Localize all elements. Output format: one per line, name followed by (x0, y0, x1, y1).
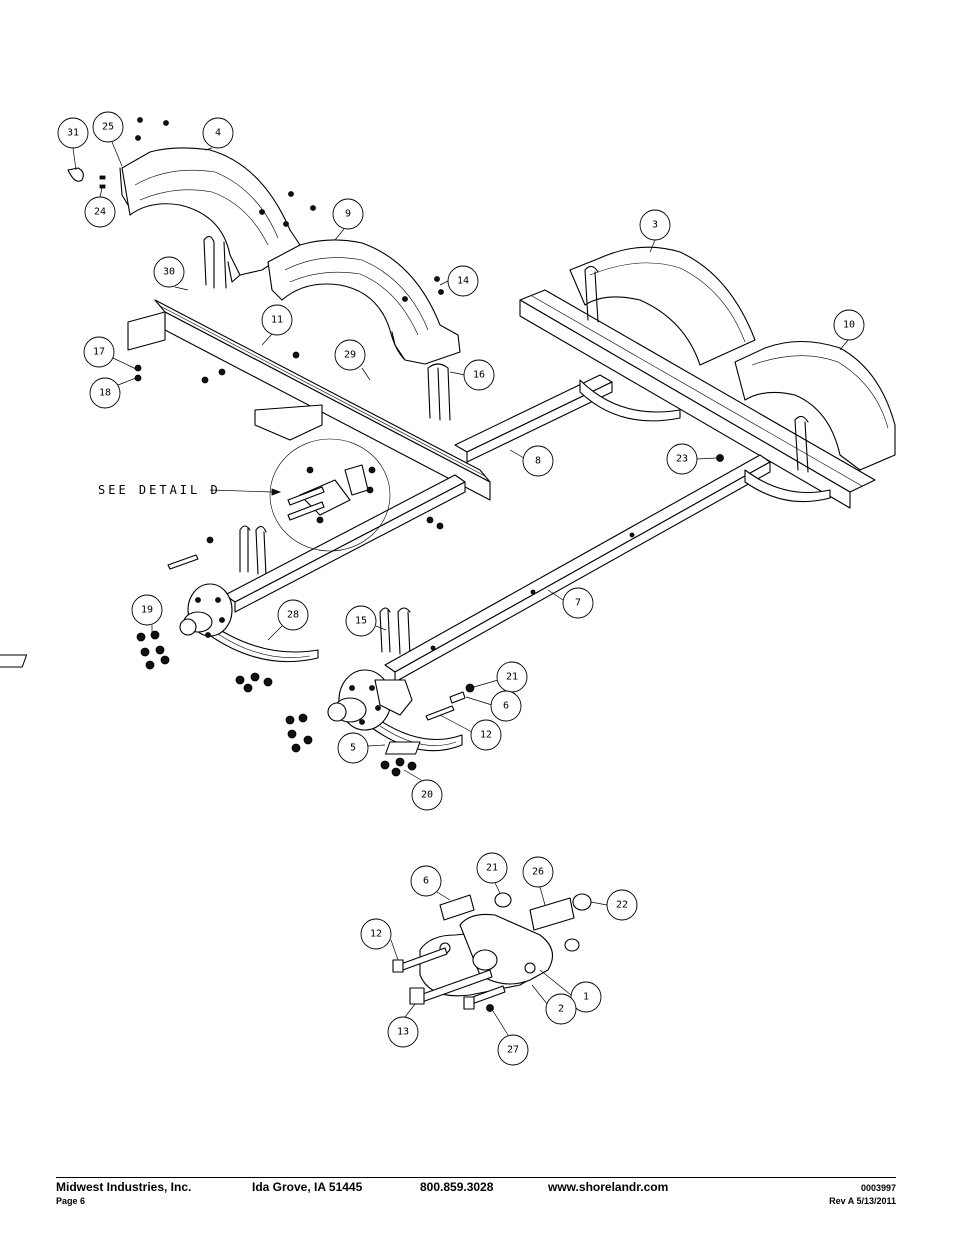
footer-location: Ida Grove, IA 51445 (252, 1180, 363, 1194)
callout-c4: 4 (202, 117, 234, 149)
callout-c30: 30 (153, 256, 185, 288)
callout-label: 1 (583, 992, 589, 1003)
callout-c23: 23 (666, 443, 698, 475)
callout-c29: 29 (334, 339, 366, 371)
part-31 (67, 167, 84, 182)
callout-label: 28 (287, 610, 299, 621)
callout-c16: 16 (463, 359, 495, 391)
footer-rule (56, 1177, 896, 1178)
callout-c15: 15 (345, 605, 377, 637)
callout-c6b: 6 (410, 865, 442, 897)
callout-c20: 20 (411, 779, 443, 811)
callout-label: 6 (423, 876, 429, 887)
callout-label: 25 (102, 122, 114, 133)
leader-lines (72, 141, 849, 1036)
spring-plate-nuts (0, 351, 724, 777)
callout-label: 2 (558, 1004, 564, 1015)
axle-7 (384, 454, 771, 683)
callout-c25: 25 (92, 111, 124, 143)
detail-d-view (392, 892, 592, 1012)
leaf-springs-right (579, 379, 831, 503)
callout-label: 8 (535, 456, 541, 467)
callout-label: 15 (355, 616, 367, 627)
callout-label: 24 (94, 207, 106, 218)
callout-label: 21 (506, 672, 518, 683)
callout-c24: 24 (84, 196, 116, 228)
callout-label: 4 (215, 128, 221, 139)
callout-c9: 9 (332, 198, 364, 230)
footer-doc-number: 0003997 (860, 1183, 896, 1193)
callout-label: 5 (350, 743, 356, 754)
callout-label: 22 (616, 900, 628, 911)
callout-label: 30 (163, 267, 175, 278)
callout-label: 3 (652, 220, 658, 231)
callout-c31: 31 (57, 117, 89, 149)
frame-rail-11 (127, 299, 491, 501)
footer-phone: 800.859.3028 (420, 1180, 494, 1194)
callout-c6a: 6 (490, 690, 522, 722)
callout-label: 14 (457, 276, 469, 287)
callout-label: 6 (503, 701, 509, 712)
callout-label: 18 (99, 388, 111, 399)
callout-c19: 19 (131, 594, 163, 626)
callout-c18: 18 (89, 377, 121, 409)
footer-revision: Rev A 5/13/2011 (829, 1196, 896, 1206)
footer-page-number: Page 6 (56, 1196, 86, 1206)
callout-label: 13 (397, 1027, 409, 1038)
callout-label: 11 (271, 315, 283, 326)
shackle-parts-rear (425, 683, 475, 721)
callout-label: 9 (345, 209, 351, 220)
callout-c28: 28 (277, 599, 309, 631)
shackle-bolt-front (167, 554, 199, 570)
callout-c26: 26 (522, 856, 554, 888)
callout-c8: 8 (522, 445, 554, 477)
callout-c12a: 12 (470, 719, 502, 751)
callout-label: 20 (421, 790, 433, 801)
callout-c13: 13 (387, 1016, 419, 1048)
callout-label: 12 (480, 730, 492, 741)
callout-label: 29 (344, 350, 356, 361)
callout-label: 12 (370, 929, 382, 940)
detail-d-zoom-circle (269, 438, 391, 552)
callout-label: 21 (486, 863, 498, 874)
callout-label: 26 (532, 867, 544, 878)
callout-c5: 5 (337, 732, 369, 764)
footer-company: Midwest Industries, Inc. (56, 1180, 192, 1194)
callout-label: 17 (93, 347, 105, 358)
fender-10 (734, 341, 896, 471)
callout-c14: 14 (447, 265, 479, 297)
callout-label: 16 (473, 370, 485, 381)
callout-c21a: 21 (496, 661, 528, 693)
u-bolts (203, 235, 451, 657)
callout-label: 27 (507, 1045, 519, 1056)
callout-label: 10 (843, 320, 855, 331)
callout-label: 7 (575, 598, 581, 609)
leaf-spring-28 (204, 619, 319, 663)
callout-c17: 17 (83, 336, 115, 368)
callout-c11: 11 (261, 304, 293, 336)
callout-c2: 2 (545, 993, 577, 1025)
bolt-cluster-top (99, 117, 444, 302)
callout-label: 19 (141, 605, 153, 616)
callout-label: 31 (67, 128, 79, 139)
footer-website[interactable]: www.shorelandr.com (548, 1180, 669, 1194)
frame-rail-right (519, 265, 876, 509)
fender-9 (267, 239, 461, 365)
axle-front (224, 474, 466, 613)
hub-front (179, 583, 233, 638)
callout-c21b: 21 (476, 852, 508, 884)
callout-c12b: 12 (360, 918, 392, 950)
callout-c3: 3 (639, 209, 671, 241)
callout-c1: 1 (570, 981, 602, 1013)
callout-label: 23 (676, 454, 688, 465)
callout-c7: 7 (562, 587, 594, 619)
callout-c10: 10 (833, 309, 865, 341)
callout-c22: 22 (606, 889, 638, 921)
hub-rear (327, 669, 413, 731)
see-detail-d-label: SEE DETAIL D (98, 483, 221, 497)
callout-c27: 27 (497, 1034, 529, 1066)
